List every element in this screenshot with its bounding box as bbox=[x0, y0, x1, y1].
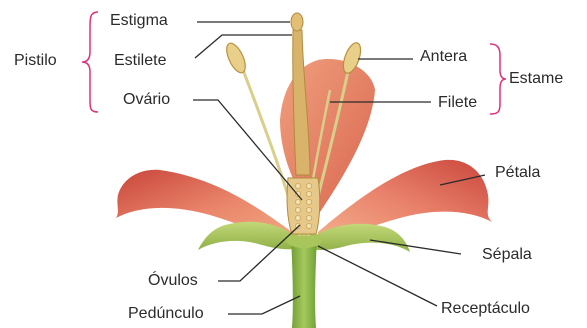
leader-receptaculo bbox=[318, 246, 437, 306]
label-estigma: Estigma bbox=[110, 12, 168, 30]
label-estilete: Estilete bbox=[114, 52, 166, 70]
stigma bbox=[291, 13, 303, 31]
stem bbox=[291, 236, 317, 328]
label-petala: Pétala bbox=[495, 164, 540, 182]
leader-sepala bbox=[370, 240, 461, 254]
label-pedunculo: Pedúnculo bbox=[128, 305, 204, 323]
leader-estilete bbox=[195, 35, 292, 58]
label-filete: Filete bbox=[438, 94, 477, 112]
pistilo-bracket bbox=[82, 12, 98, 112]
label-receptaculo: Receptáculo bbox=[441, 300, 530, 318]
label-sepala: Sépala bbox=[482, 246, 532, 264]
label-estame: Estame bbox=[509, 70, 563, 88]
leader-pedunculo bbox=[228, 296, 300, 314]
left-sepal bbox=[198, 222, 300, 250]
label-antera: Antera bbox=[420, 48, 467, 66]
ovary bbox=[287, 178, 320, 234]
label-pistilo: Pistilo bbox=[14, 52, 57, 70]
estame-bracket bbox=[490, 44, 506, 114]
label-ovulos: Óvulos bbox=[148, 272, 198, 290]
anther-left bbox=[223, 41, 249, 76]
label-ovario: Ovário bbox=[123, 91, 170, 109]
